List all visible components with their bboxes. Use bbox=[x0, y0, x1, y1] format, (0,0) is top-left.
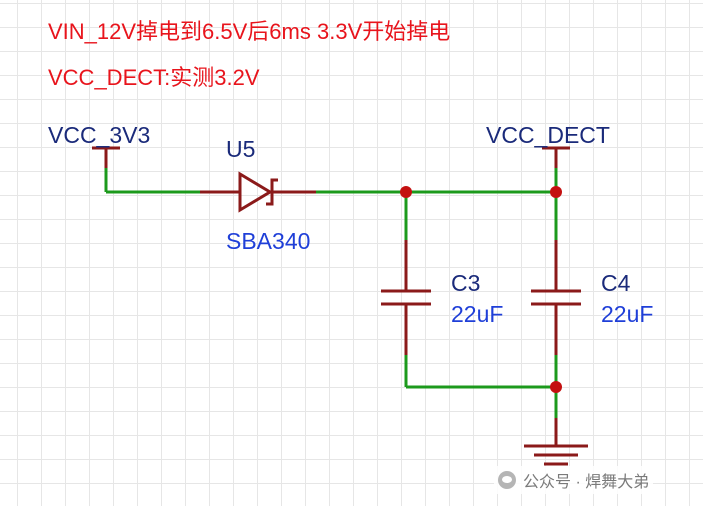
net-label-vccdect: VCC_DECT bbox=[486, 122, 610, 148]
diode-u5 bbox=[200, 171, 316, 213]
c4-value-label: 22uF bbox=[601, 301, 654, 327]
wires bbox=[104, 168, 558, 418]
junction-dot-c4-top bbox=[550, 186, 562, 198]
annotation-measured-voltage: VCC_DECT:实测3.2V bbox=[48, 65, 260, 90]
c3-value-label: 22uF bbox=[451, 301, 504, 327]
capacitor-c4 bbox=[531, 240, 581, 355]
junction-dot-ground bbox=[550, 381, 562, 393]
annotation-power-down-timing: VIN_12V掉电到6.5V后6ms 3.3V开始掉电 bbox=[48, 19, 451, 44]
watermark-text: 公众号 · 焊舞大弟 bbox=[523, 474, 650, 491]
ground-icon bbox=[524, 418, 588, 466]
capacitor-c3 bbox=[381, 240, 431, 355]
net-label-vcc3v3: VCC_3V3 bbox=[48, 122, 151, 148]
c4-ref-label: C4 bbox=[601, 270, 631, 296]
junction-dot-c3-top bbox=[400, 186, 412, 198]
watermark: 公众号 · 焊舞大弟 bbox=[494, 466, 654, 494]
c3-ref-label: C3 bbox=[451, 270, 481, 296]
diode-ref-label: U5 bbox=[226, 136, 256, 162]
diode-triangle bbox=[238, 171, 273, 213]
diode-value-label: SBA340 bbox=[226, 228, 311, 254]
wechat-icon bbox=[498, 471, 516, 489]
